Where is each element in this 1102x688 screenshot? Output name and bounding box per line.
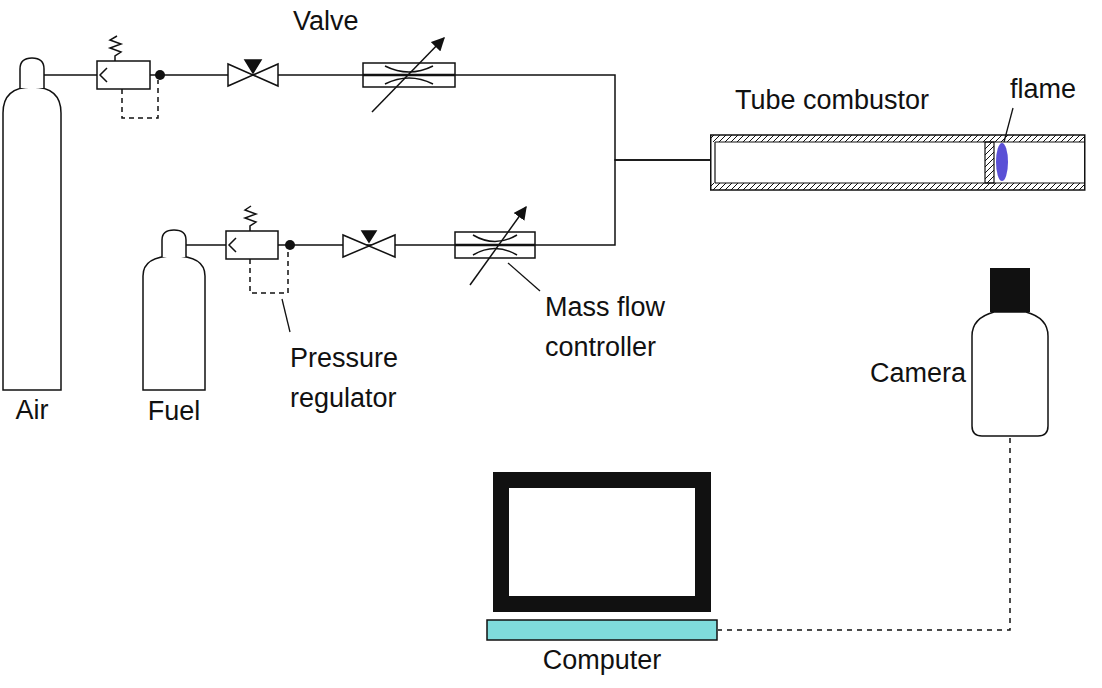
component-label: Valve [293,6,359,37]
leader-line [282,299,290,332]
mass-flow-controller-symbol [363,38,455,112]
porous-plug [985,142,994,183]
valve-symbol [228,60,278,86]
pipe-line [718,438,1010,630]
camera: Camera [848,266,1052,438]
node-label: Computer [486,645,718,676]
component-label: Mass flow controller [545,287,695,367]
pressure-regulator-symbol [97,36,158,118]
gas-cylinder: Air [2,55,62,435]
node-label: Fuel [142,396,206,427]
flame-shape [996,143,1008,181]
junction-dot [285,240,295,250]
leader-line [508,263,540,291]
mass-flow-controller-symbol [455,207,535,285]
gas-cylinder-outline [2,55,62,435]
computer: Computer [486,470,718,680]
component-label: Pressure regulator [290,338,425,418]
callout-label: flame [1010,74,1076,105]
junction-dot [155,70,165,80]
node-label: Tube combustor [735,85,929,116]
camera-outline [848,266,1052,438]
node-label: Camera [850,358,966,389]
node-label: Air [2,395,62,426]
pressure-regulator-symbol [226,206,288,293]
gas-cylinder: Fuel [142,228,206,433]
valve-symbol [343,231,395,257]
